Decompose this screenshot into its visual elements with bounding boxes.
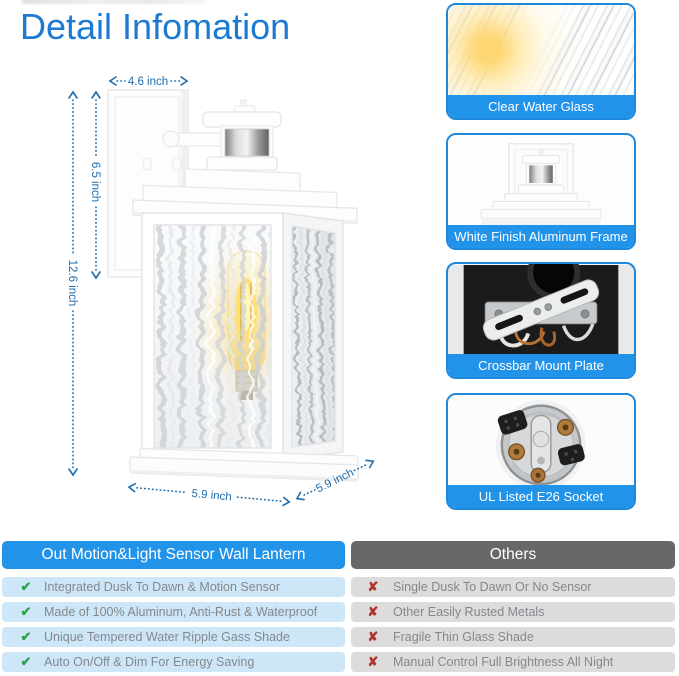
con-row: ✘ Fragile Thin Glass Shade <box>351 627 675 647</box>
x-icon: ✘ <box>367 629 379 644</box>
callout-clear-water-glass: Clear Water Glass <box>446 3 636 120</box>
callout-aluminum-frame: White Finish Aluminum Frame <box>446 133 636 250</box>
pro-row: ✔ Auto On/Off & Dim For Energy Saving <box>2 652 345 672</box>
check-icon: ✔ <box>20 579 32 594</box>
x-icon: ✘ <box>367 604 379 619</box>
water-glass-photo <box>448 5 634 97</box>
callout-label: Clear Water Glass <box>448 95 634 118</box>
page-title: Detail Infomation <box>20 6 291 47</box>
mount-arm <box>162 130 227 148</box>
dimension-base-width: 5.9 inch <box>127 482 291 507</box>
motion-sensor-head <box>202 99 282 171</box>
comparison-header-product: Out Motion&Light Sensor Wall Lantern <box>2 541 345 569</box>
con-row: ✘ Manual Control Full Brightness All Nigh… <box>351 652 675 672</box>
pro-row-text: Integrated Dusk To Dawn & Motion Sensor <box>44 580 281 594</box>
lantern-side-frame <box>282 212 344 461</box>
side-glass-panel <box>292 226 335 447</box>
con-row-text: Single Dusk To Dawn Or No Sensor <box>393 580 592 594</box>
pro-row-text: Auto On/Off & Dim For Energy Saving <box>44 655 255 669</box>
callout-label: White Finish Aluminum Frame <box>448 225 634 248</box>
comparison-header-others: Others <box>351 541 675 569</box>
dimension-label: 6.5 inch <box>89 162 101 202</box>
check-icon: ✔ <box>20 629 32 644</box>
front-glass-panel <box>154 225 271 448</box>
dimension-top-width: 4.6 inch <box>108 76 189 88</box>
pro-row: ✔ Unique Tempered Water Ripple Gass Shade <box>2 627 345 647</box>
water-ripple-texture <box>155 225 270 448</box>
dimension-total-height: 12.6 inch <box>66 90 78 477</box>
clipped-edge-artifact <box>22 0 207 3</box>
pro-row-text: Unique Tempered Water Ripple Gass Shade <box>44 630 290 644</box>
callout-crossbar-plate: Crossbar Mount Plate <box>446 262 636 379</box>
dimension-label: 12.6 inch <box>66 260 78 307</box>
lantern-dimension-figure: 4.6 inch 6.5 inch 12.6 inch 5.9 inch <box>66 76 375 507</box>
check-icon: ✔ <box>20 654 32 669</box>
dimension-label: 5.9 inch <box>191 488 232 504</box>
con-row-text: Fragile Thin Glass Shade <box>393 630 534 644</box>
crossbar-photo <box>448 264 634 356</box>
callout-label: UL Listed E26 Socket <box>448 485 634 508</box>
dimension-label: 4.6 inch <box>128 76 168 88</box>
callout-label: Crossbar Mount Plate <box>448 354 634 377</box>
check-icon: ✔ <box>20 604 32 619</box>
lantern-base <box>129 447 359 482</box>
dimension-plate-height: 6.5 inch <box>89 90 101 280</box>
con-row-text: Other Easily Rusted Metals <box>393 605 545 619</box>
con-row: ✘ Single Dusk To Dawn Or No Sensor <box>351 577 675 597</box>
aluminum-frame-photo <box>448 135 634 227</box>
x-icon: ✘ <box>367 654 379 669</box>
con-row: ✘ Other Easily Rusted Metals <box>351 602 675 622</box>
callout-e26-socket: UL Listed E26 Socket <box>446 393 636 510</box>
pro-row: ✔ Integrated Dusk To Dawn & Motion Sensor <box>2 577 345 597</box>
socket-photo <box>448 395 634 487</box>
pro-row: ✔ Made of 100% Aluminum, Anti-Rust & Wate… <box>2 602 345 622</box>
pro-row-text: Made of 100% Aluminum, Anti-Rust & Water… <box>44 605 318 619</box>
x-icon: ✘ <box>367 579 379 594</box>
con-row-text: Manual Control Full Brightness All Night <box>393 655 614 669</box>
